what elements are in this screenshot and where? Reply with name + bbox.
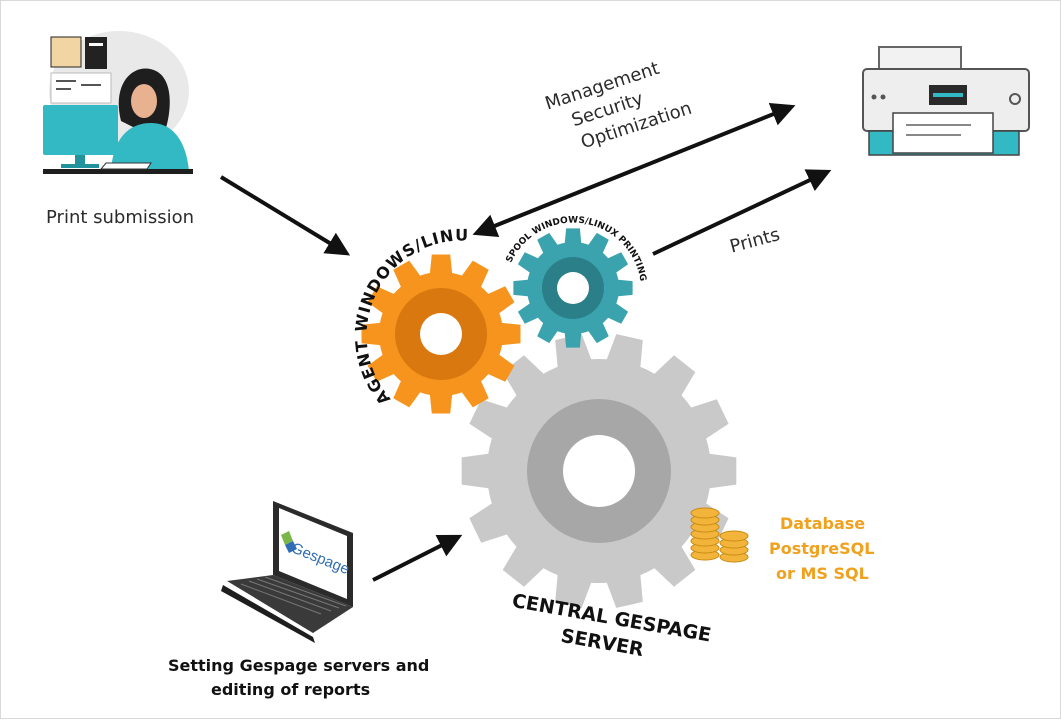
prints-label: Prints (728, 224, 783, 257)
database-label-line3: or MS SQL (776, 564, 869, 583)
arrow-user-to-agent (219, 175, 351, 256)
arrow-spool-to-printer (652, 169, 832, 256)
database-label-line1: Database (780, 514, 865, 533)
laptop-icon: Gespage (221, 501, 353, 643)
spool-gear (513, 228, 633, 348)
print-submission-label: Print submission (46, 207, 194, 228)
person-at-computer-icon (43, 31, 193, 174)
arrow-management-bidirectional (472, 103, 796, 237)
arrow-laptop-to-server (372, 534, 463, 582)
agent-gear (361, 254, 521, 414)
printer-icon (862, 46, 1030, 156)
database-coins-icon (690, 507, 749, 563)
setting-label-line1: Setting Gespage servers and (168, 656, 429, 675)
database-label-line2: PostgreSQL (769, 539, 874, 558)
setting-label-line2: editing of reports (211, 680, 370, 699)
central-server-gear (461, 334, 737, 608)
